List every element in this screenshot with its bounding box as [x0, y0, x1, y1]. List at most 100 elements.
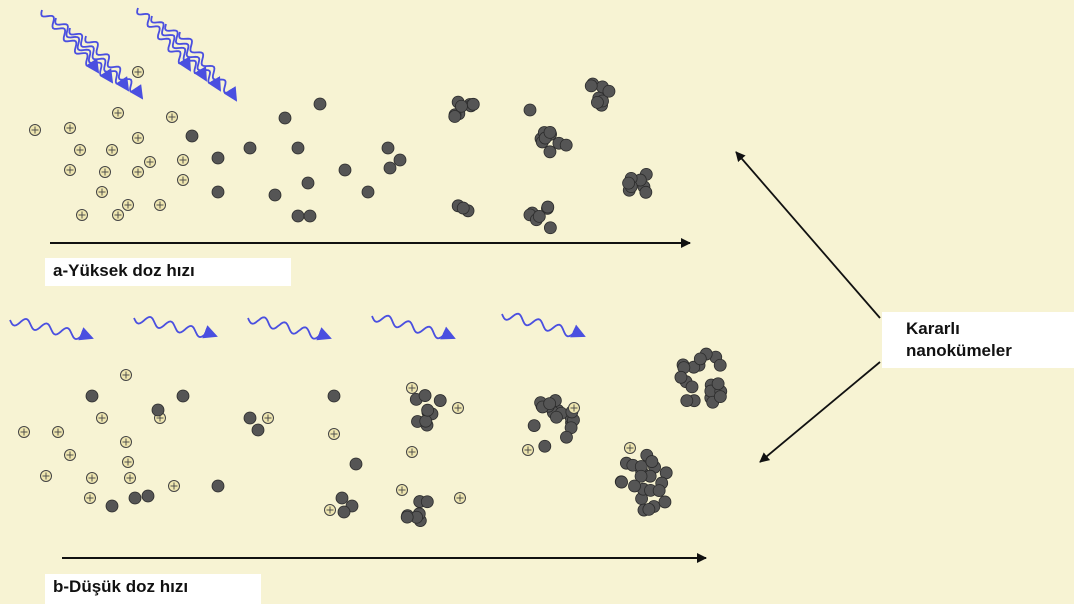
ion-plus-icon	[132, 66, 144, 78]
ion-plus-icon	[112, 209, 124, 221]
ion-plus-icon	[96, 412, 108, 424]
neutral-atom-icon	[523, 103, 537, 117]
neutral-atom-icon	[141, 489, 155, 503]
wavy-radiation-arrow-icon	[178, 31, 238, 102]
neutral-atom-icon	[543, 397, 557, 411]
neutral-atom-icon	[674, 370, 688, 384]
neutral-atom-icon	[211, 479, 225, 493]
ion-plus-icon	[120, 436, 132, 448]
ion-plus-icon	[132, 166, 144, 178]
ion-plus-icon	[18, 426, 30, 438]
ion-plus-icon	[40, 470, 52, 482]
ion-plus-icon	[52, 426, 64, 438]
ion-plus-icon	[454, 492, 466, 504]
neutral-atom-icon	[400, 510, 414, 524]
neutral-atom-icon	[381, 141, 395, 155]
neutral-atom-icon	[642, 503, 656, 516]
neutral-atom-icon	[543, 221, 557, 235]
ion-plus-icon	[64, 449, 76, 461]
wavy-radiation-arrow-icon	[54, 17, 114, 84]
high-dose-rate-label: a-Yüksek doz hızı	[45, 258, 291, 286]
ion-plus-icon	[396, 484, 408, 496]
stable-label-line2: nanokümeler	[906, 341, 1012, 360]
ion-plus-icon	[166, 111, 178, 123]
ion-plus-icon	[86, 472, 98, 484]
neutral-atom-icon	[278, 111, 292, 125]
neutral-atom-icon	[543, 125, 557, 139]
neutral-atom-icon	[313, 97, 327, 111]
neutral-atom-icon	[433, 394, 447, 407]
neutral-atom-icon	[550, 410, 563, 424]
neutral-atom-icon	[421, 403, 435, 417]
neutral-atom-icon	[291, 141, 305, 155]
neutral-atom-icon	[85, 389, 99, 403]
neutral-atom-icon	[455, 99, 468, 113]
ion-plus-icon	[624, 442, 636, 454]
neutral-atom-icon	[327, 389, 341, 403]
neutral-atom-icon	[338, 163, 352, 177]
neutral-atom-icon	[105, 499, 119, 513]
neutral-atom-icon	[466, 97, 480, 111]
neutral-atom-icon	[713, 390, 727, 404]
pointer-arrow-up	[735, 151, 881, 319]
neutral-atom-icon	[420, 495, 434, 509]
neutral-atom-icon	[291, 209, 305, 223]
neutral-atom-icon	[622, 176, 635, 190]
neutral-atom-icon	[128, 491, 142, 505]
neutral-atom-icon	[559, 138, 573, 152]
ion-plus-icon	[522, 444, 534, 456]
neutral-atom-icon	[176, 389, 190, 403]
stable-nanoclusters-label: Kararlı nanokümeler	[882, 312, 1074, 368]
neutral-atom-icon	[301, 176, 315, 190]
neutral-atom-icon	[383, 161, 397, 175]
neutral-atom-icon	[532, 209, 546, 223]
ion-plus-icon	[84, 492, 96, 504]
ion-plus-icon	[177, 174, 189, 186]
neutral-atom-icon	[243, 141, 257, 155]
particles-layer	[18, 66, 728, 527]
neutral-atom-icon	[251, 423, 265, 437]
neutral-atom-icon	[685, 380, 699, 394]
wavy-radiation-arrow-icon	[133, 315, 218, 339]
neutral-atom-icon	[711, 377, 725, 391]
neutral-atom-icon	[680, 394, 694, 408]
wavy-radiation-arrow-icon	[164, 23, 222, 92]
radiation-waves	[9, 7, 586, 341]
neutral-atom-icon	[335, 491, 349, 505]
neutral-atom-icon	[615, 475, 628, 489]
neutral-atom-icon	[639, 185, 653, 199]
ion-plus-icon	[406, 446, 418, 458]
ion-plus-icon	[76, 209, 88, 221]
ion-plus-icon	[262, 412, 274, 424]
wavy-radiation-arrow-icon	[247, 316, 332, 341]
wavy-radiation-arrow-icon	[40, 9, 100, 74]
neutral-atom-icon	[337, 505, 351, 519]
ion-plus-icon	[106, 144, 118, 156]
stable-label-line1: Kararlı	[906, 319, 960, 338]
neutral-atom-icon	[393, 153, 407, 167]
neutral-atom-icon	[268, 188, 282, 202]
wavy-radiation-arrow-icon	[371, 314, 456, 340]
neutral-atom-icon	[448, 110, 462, 123]
neutral-atom-icon	[538, 439, 552, 453]
neutral-atom-icon	[185, 129, 199, 143]
ion-plus-icon	[96, 186, 108, 198]
ion-plus-icon	[177, 154, 189, 166]
neutral-atom-icon	[243, 411, 257, 425]
ion-plus-icon	[64, 122, 76, 134]
ion-plus-icon	[99, 166, 111, 178]
neutral-atom-icon	[151, 403, 165, 417]
neutral-atom-icon	[361, 185, 375, 199]
ion-plus-icon	[132, 132, 144, 144]
wavy-radiation-arrow-icon	[136, 7, 192, 72]
ion-plus-icon	[452, 402, 464, 414]
ion-plus-icon	[64, 164, 76, 176]
neutral-atom-icon	[541, 200, 555, 214]
ion-plus-icon	[324, 504, 336, 516]
neutral-atom-icon	[658, 495, 672, 509]
ion-plus-icon	[154, 199, 166, 211]
ion-plus-icon	[120, 369, 132, 381]
ion-plus-icon	[168, 480, 180, 492]
ion-plus-icon	[124, 472, 136, 484]
